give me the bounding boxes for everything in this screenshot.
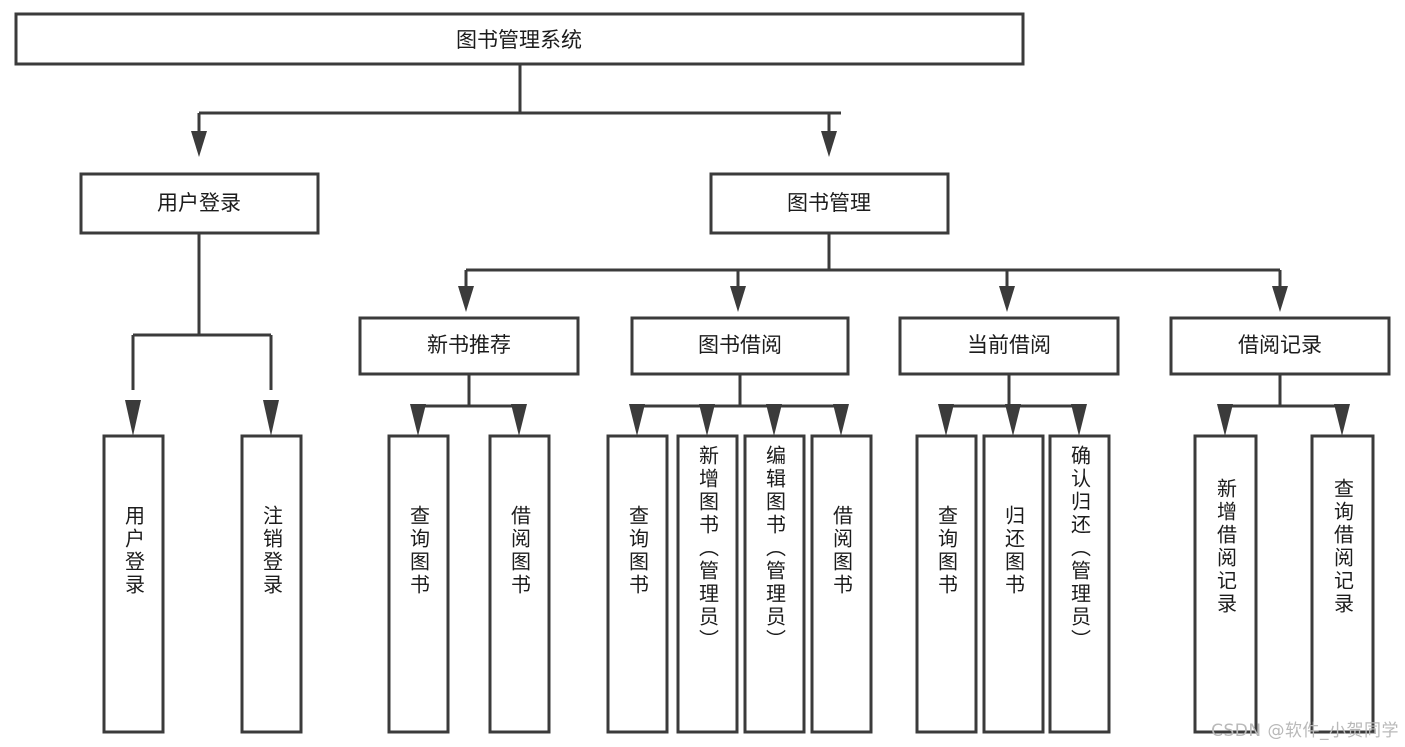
arrow-head-icon xyxy=(938,404,954,436)
arrow-head-icon xyxy=(699,404,715,436)
leaf-box-user-login[interactable] xyxy=(102,434,165,734)
arrow-head-icon xyxy=(1334,404,1350,436)
leaf-box-add-borrow-record[interactable] xyxy=(1193,434,1258,734)
arrow-head-icon xyxy=(125,400,141,436)
leaf-box-add-book[interactable] xyxy=(676,434,739,734)
node-user-login[interactable]: 用户登录 xyxy=(79,172,320,235)
node-new-book-recommend[interactable]: 新书推荐 xyxy=(358,316,580,376)
node-book-management-label: 图书管理 xyxy=(787,191,871,215)
arrow-head-icon xyxy=(511,404,527,436)
connector-borrowrecord-to-leaves xyxy=(1217,374,1350,436)
node-new-book-recommend-box xyxy=(358,316,580,376)
node-book-management-box xyxy=(709,172,950,235)
arrow-head-icon xyxy=(1005,404,1021,436)
node-book-borrow[interactable]: 图书借阅 xyxy=(630,316,850,376)
connector-bookborrow-to-leaves xyxy=(629,374,849,436)
arrow-head-icon xyxy=(821,131,837,157)
arrow-head-icon xyxy=(1217,404,1233,436)
leaf-box-edit-book[interactable] xyxy=(743,434,806,734)
leaf-box-borrow-book-2[interactable] xyxy=(810,434,873,734)
leaf-box-borrow-book-1[interactable] xyxy=(488,434,551,734)
node-user-login-label: 用户登录 xyxy=(157,191,241,215)
arrow-head-icon xyxy=(458,286,474,312)
arrow-head-icon xyxy=(191,131,207,157)
leaf-box-query-book-1[interactable] xyxy=(387,434,450,734)
node-root-box xyxy=(14,12,1025,66)
arrow-head-icon xyxy=(766,404,782,436)
node-borrow-record[interactable]: 借阅记录 xyxy=(1169,316,1391,376)
connector-bookmanage-to-level2 xyxy=(458,233,1288,312)
leaf-box-query-book-2[interactable] xyxy=(606,434,669,734)
node-borrow-record-box xyxy=(1169,316,1391,376)
arrow-head-icon xyxy=(833,404,849,436)
arrow-head-icon xyxy=(263,400,279,436)
leaf-box-return-book[interactable] xyxy=(982,434,1045,734)
node-book-management[interactable]: 图书管理 xyxy=(709,172,950,235)
node-root-book-management-system[interactable]: 图书管理系统 xyxy=(14,12,1025,66)
arrow-head-icon xyxy=(730,286,746,312)
leaf-box-logout-login[interactable] xyxy=(240,434,303,734)
node-root-label: 图书管理系统 xyxy=(456,28,582,52)
arrow-head-icon xyxy=(629,404,645,436)
node-user-login-box xyxy=(79,172,320,235)
node-new-book-recommend-label: 新书推荐 xyxy=(427,333,511,357)
node-current-borrow-box xyxy=(898,316,1120,376)
node-current-borrow[interactable]: 当前借阅 xyxy=(898,316,1120,376)
arrow-head-icon xyxy=(410,404,426,436)
node-borrow-record-label: 借阅记录 xyxy=(1238,333,1322,357)
leaf-box-query-borrow-record[interactable] xyxy=(1310,434,1375,734)
arrow-head-icon xyxy=(999,286,1015,312)
leaf-box-query-book-3[interactable] xyxy=(915,434,978,734)
watermark-text: CSDN @软件_小贺同学 xyxy=(1211,721,1399,741)
node-book-borrow-box xyxy=(630,316,850,376)
leaf-box-confirm-return[interactable] xyxy=(1048,434,1111,734)
arrow-head-icon xyxy=(1272,286,1288,312)
connector-currentborrow-to-leaves xyxy=(938,374,1087,436)
arrow-head-icon xyxy=(1071,404,1087,436)
connector-userlogin-to-leaves xyxy=(125,233,279,436)
node-current-borrow-label: 当前借阅 xyxy=(967,333,1051,357)
node-book-borrow-label: 图书借阅 xyxy=(698,333,782,357)
connector-root-to-level1 xyxy=(191,64,841,157)
connector-newbook-to-leaves xyxy=(410,374,527,436)
